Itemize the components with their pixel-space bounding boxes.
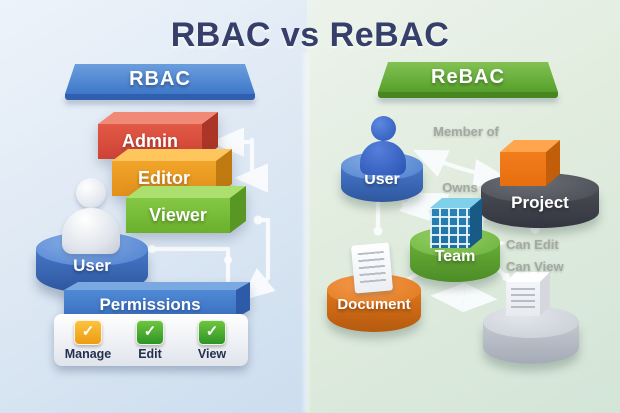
rebac-header-banner: ReBAC	[378, 62, 558, 92]
relation-can-edit: Can Edit	[506, 237, 559, 252]
role-label-admin: Admin	[122, 131, 178, 151]
relation-member-of: Member of	[433, 124, 499, 139]
view-checkbox-icon: ✓	[198, 320, 226, 345]
person-torso	[62, 208, 120, 254]
edit-checkbox-icon: ✓	[136, 320, 164, 345]
relation-can-view: Can View	[506, 259, 564, 274]
edit-label: Edit	[138, 347, 162, 361]
relation-owns: Owns	[442, 180, 478, 195]
role-label-editor: Editor	[138, 168, 190, 188]
manage-checkbox-icon: ✓	[74, 320, 102, 345]
document-cube-icon	[506, 272, 550, 316]
view-label: View	[197, 347, 227, 361]
rbac-user-label: User	[73, 256, 111, 275]
building-icon	[430, 198, 482, 248]
panel-divider	[304, 52, 308, 413]
role-label-viewer: Viewer	[149, 205, 207, 225]
permission-item-view: ✓ View	[182, 320, 242, 361]
rebac-user-label: User	[364, 171, 400, 188]
rbac-header-banner: RBAC	[65, 64, 255, 94]
permission-item-manage: ✓ Manage	[58, 320, 118, 361]
rebac-banner-rim	[378, 92, 558, 98]
rebac-team-label: Team	[434, 248, 476, 265]
manage-label: Manage	[64, 347, 112, 361]
rbac-banner-rim	[65, 94, 255, 100]
page-title: RBAC vs ReBAC	[170, 16, 450, 54]
person-icon	[62, 178, 120, 256]
permission-item-edit: ✓ Edit	[120, 320, 180, 361]
role-block-admin: Admin	[98, 112, 218, 159]
rebac-document-label: Document	[337, 296, 411, 313]
permissions-label: Permissions	[99, 295, 201, 314]
rebac-project-label: Project	[511, 193, 569, 212]
blue-person-icon	[360, 116, 406, 175]
permissions-tray: ✓ Manage ✓ Edit ✓ View	[54, 314, 248, 366]
cube-icon	[500, 140, 560, 186]
document-icon	[350, 242, 394, 294]
person-head	[76, 178, 106, 208]
permissions-bar: Permissions	[64, 282, 250, 318]
role-block-viewer: Viewer	[126, 186, 246, 233]
